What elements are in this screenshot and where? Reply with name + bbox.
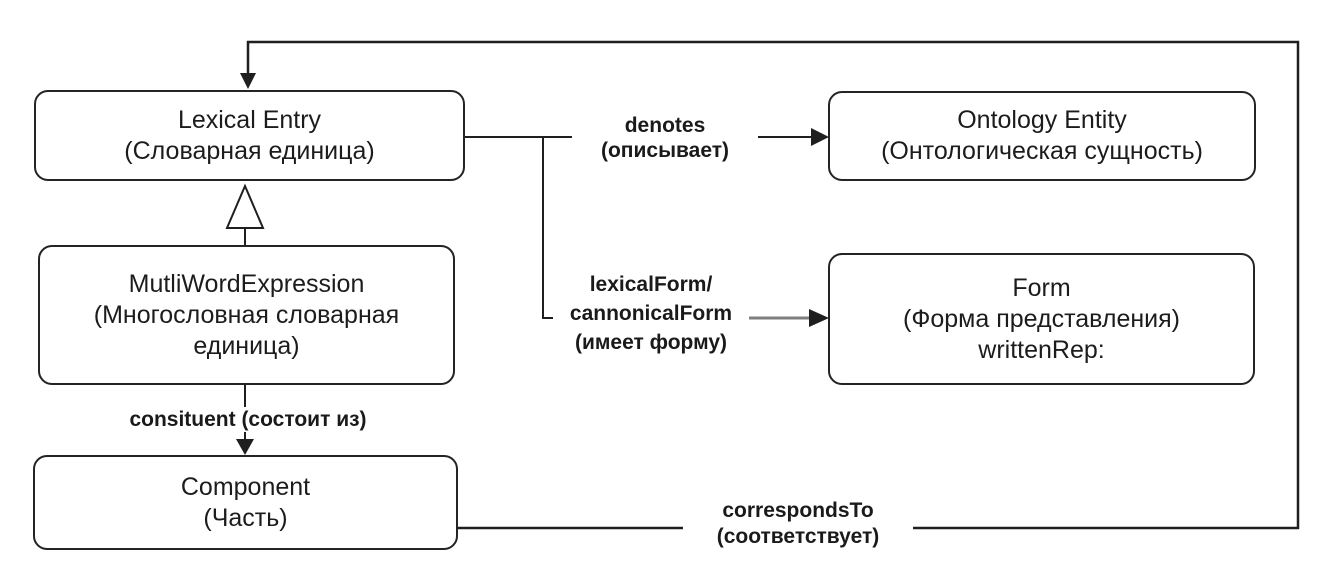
node-subtitle: (Словарная единица)	[124, 136, 375, 165]
denotes-arrowhead-icon	[811, 128, 829, 146]
node-form: Form (Форма представления) writtenRep:	[828, 253, 1255, 385]
node-attribute: writtenRep:	[978, 335, 1105, 364]
corresponds-to-arrowhead-icon	[240, 73, 256, 89]
edge-label-constituent: consituent (состоит из)	[128, 407, 368, 432]
node-title: MutliWordExpression	[128, 269, 365, 298]
constituent-arrowhead-icon	[236, 439, 254, 455]
node-title: Lexical Entry	[177, 105, 322, 134]
edge-label-subtext: (имеет форму)	[574, 331, 728, 354]
node-subtitle: (Многословная словарная единица)	[93, 300, 400, 360]
node-title: Ontology Entity	[957, 106, 1127, 134]
node-component: Component (Часть)	[33, 455, 458, 550]
edge-label-text: cannonicalForm	[569, 302, 733, 325]
edge-label-text: consituent (состоит из)	[129, 408, 367, 431]
node-title: Component	[180, 472, 311, 501]
corresponds-to-line	[246, 40, 1300, 530]
edge-label-text: denotes	[624, 114, 706, 137]
node-lexical-entry: Lexical Entry (Словарная единица)	[34, 90, 465, 181]
node-title: Form	[1012, 273, 1071, 302]
edge-label-subtext: (соответствует)	[716, 525, 880, 548]
edge-label-text: correspondsTo	[722, 499, 874, 522]
node-subtitle: (Онтологическая сущность)	[881, 137, 1203, 165]
node-subtitle: (Форма представления)	[903, 304, 1180, 333]
edge-label-text: lexicalForm/	[589, 273, 713, 296]
node-multi-word-expression: MutliWordExpression (Многословная словар…	[38, 245, 455, 385]
edge-label-subtext: (описывает)	[600, 139, 730, 162]
edge-label-corresponds-to: correspondsTo (соответствует)	[683, 498, 913, 550]
lexical-form-arrowhead-icon	[809, 309, 829, 327]
node-subtitle: (Часть)	[203, 503, 288, 532]
edge-label-lexical-form: lexicalForm/ cannonicalForm (имеет форму…	[553, 270, 749, 357]
edge-label-denotes: denotes (описывает)	[572, 113, 758, 163]
generalization-triangle-icon	[225, 183, 265, 229]
node-ontology-entity: Ontology Entity (Онтологическая сущность…	[828, 91, 1256, 181]
